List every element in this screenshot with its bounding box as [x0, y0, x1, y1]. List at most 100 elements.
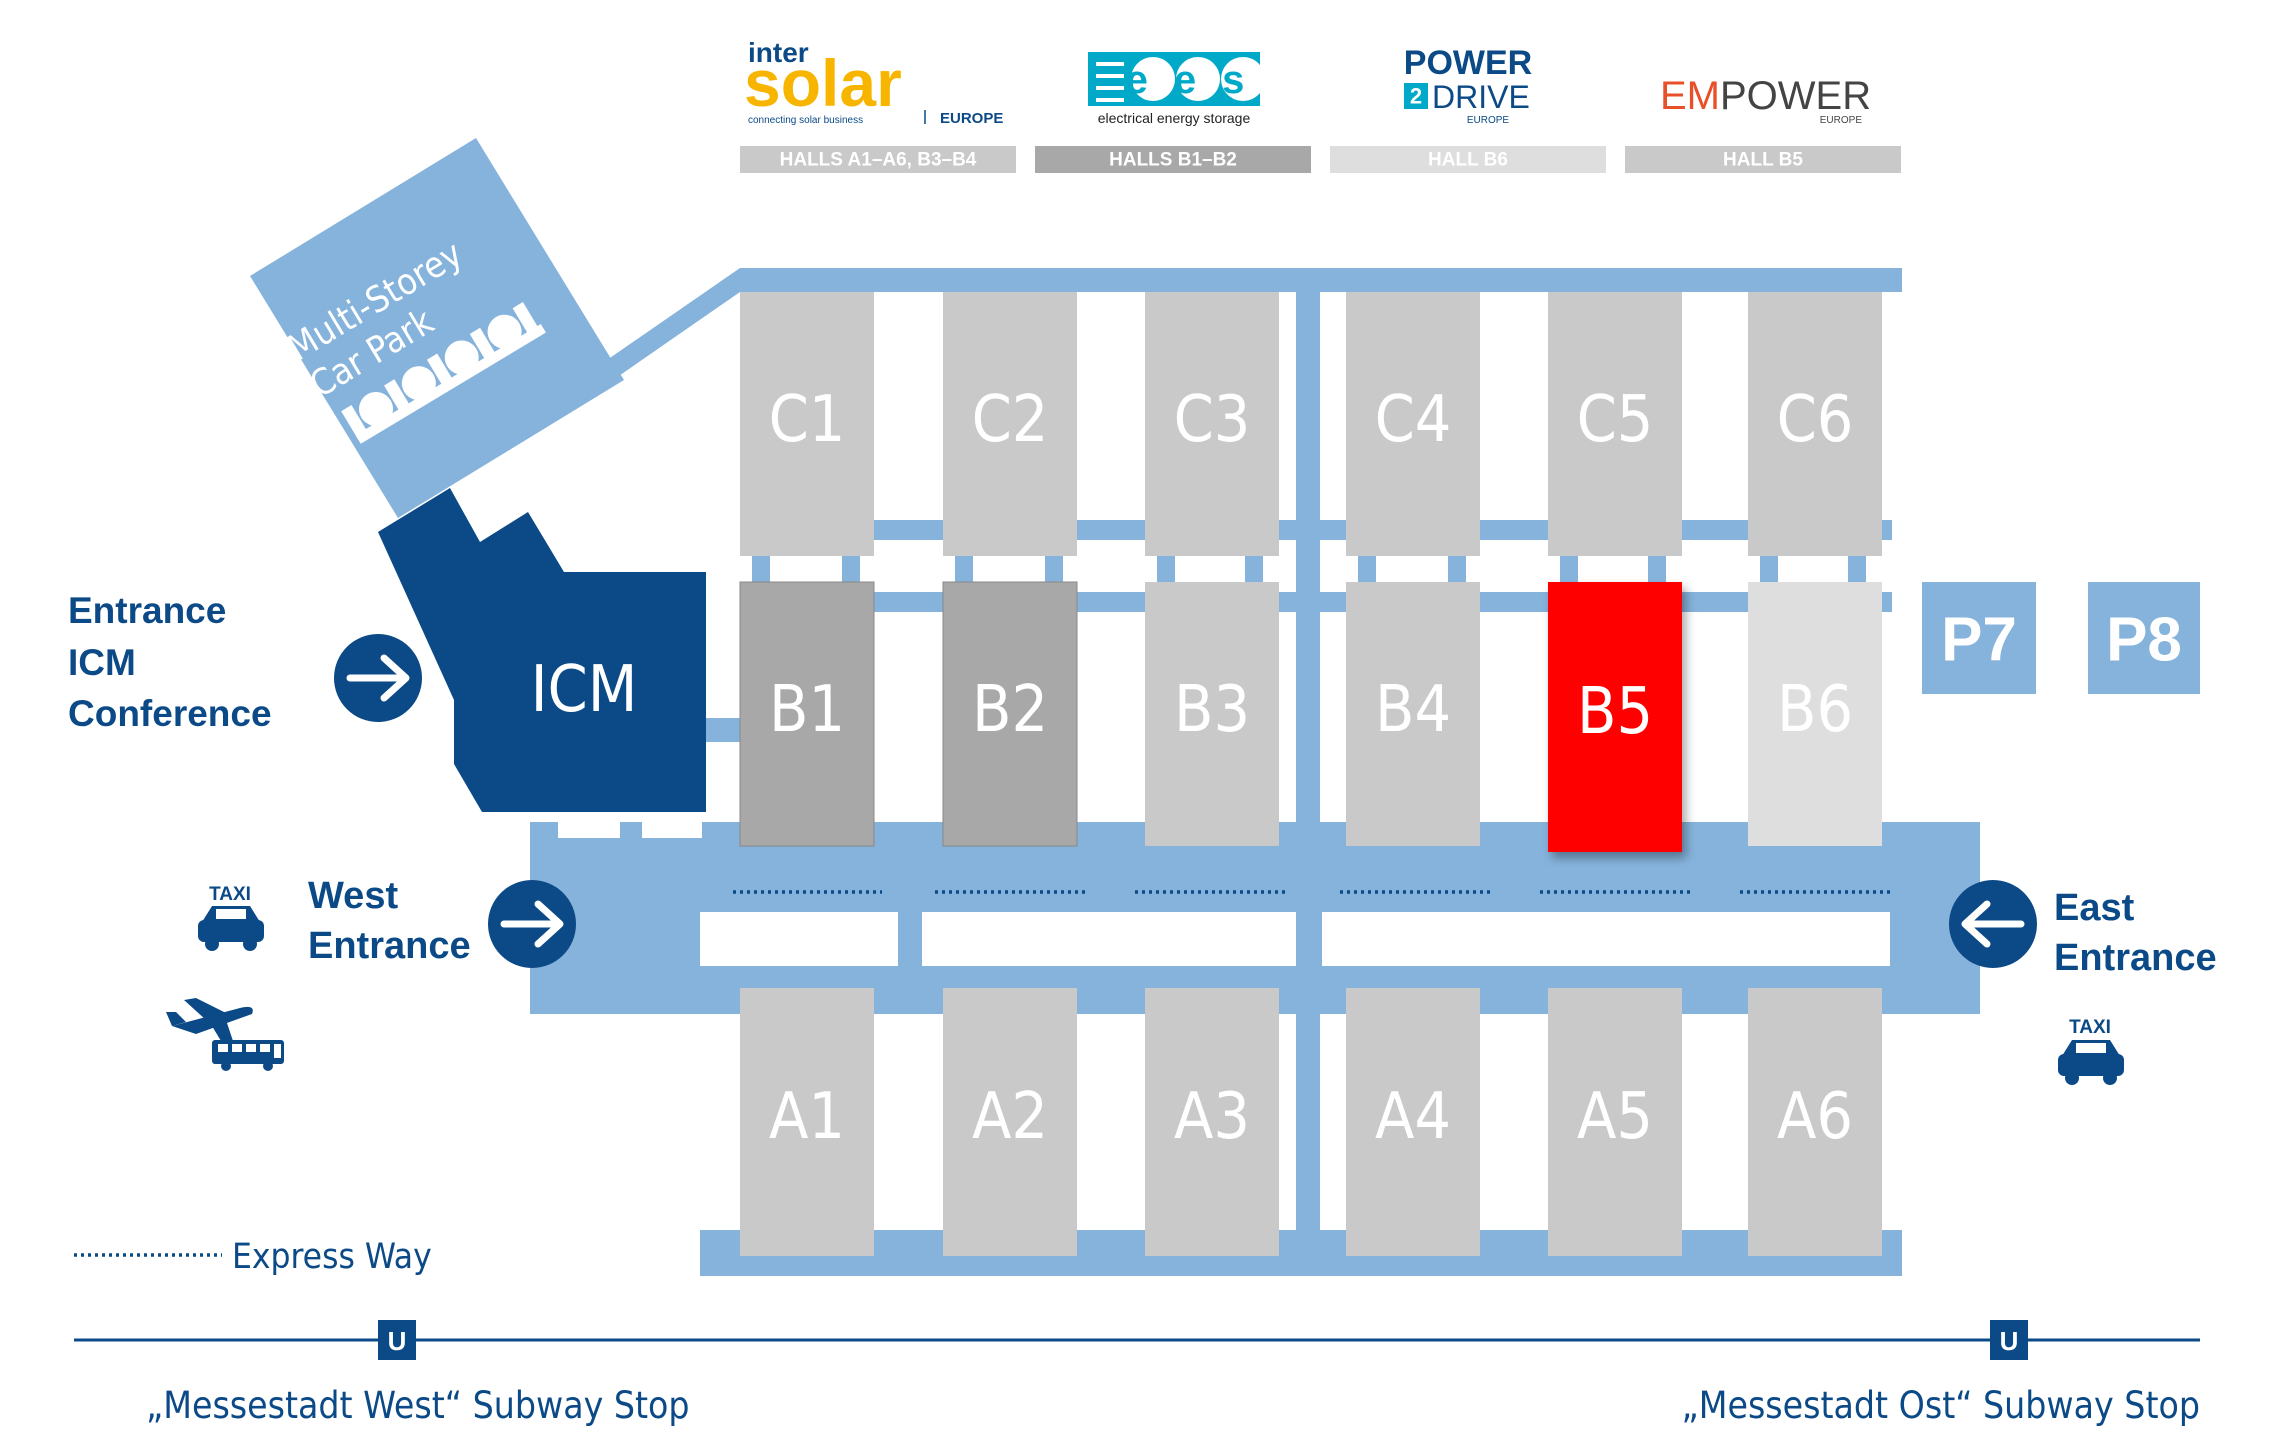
- hall-c1-label: C1: [769, 383, 846, 457]
- empower-logo-main-b: POWER: [1720, 74, 1871, 118]
- hall-b2[interactable]: B2: [942, 581, 1078, 847]
- power2drive-logo-main: DRIVE: [1432, 79, 1530, 115]
- hall-b3-label: B3: [1174, 673, 1250, 747]
- hall-b6-label: B6: [1777, 673, 1853, 747]
- west-entrance: West Entrance: [308, 875, 471, 967]
- subway-east-symbol: U: [2000, 1326, 2019, 1356]
- parking-p8[interactable]: P8: [2088, 582, 2200, 694]
- intersolar-logo-region: EUROPE: [940, 110, 1003, 127]
- halls-strip-intersolar: [740, 146, 1016, 173]
- hall-b2-label: B2: [972, 673, 1048, 747]
- hall-a3[interactable]: A3: [1145, 988, 1279, 1256]
- hall-c5-label: C5: [1577, 383, 1654, 457]
- legend-express-way-label: Express Way: [232, 1237, 432, 1277]
- halls-label-intersolar: HALLS A1–A6, B3–B4: [780, 150, 977, 171]
- west-entrance-line2: Entrance: [308, 925, 471, 967]
- airplane-icon: [166, 998, 253, 1046]
- halls-row-c: C1 C2 C3 C4 C5 C6: [740, 292, 1882, 556]
- bus-icon: [212, 1040, 284, 1071]
- svg-text:EMPOWER: EMPOWER: [1660, 74, 1871, 118]
- ees-logo: ees electrical energy storage: [1088, 52, 1271, 126]
- halls-row-b: B1 B2 B3 B4 B5 B6: [739, 581, 1882, 852]
- parking-p8-label: P8: [2106, 606, 2182, 675]
- subway-west-label: „Messestadt West“ Subway Stop: [146, 1384, 690, 1427]
- hall-b5[interactable]: B5: [1548, 582, 1682, 852]
- subway-stop-west[interactable]: U „Messestadt West“ Subway Stop: [146, 1320, 690, 1427]
- west-entrance-arrow-icon[interactable]: [488, 880, 576, 968]
- entrance-icm-line2: ICM: [68, 642, 136, 683]
- walkway-b-row: [740, 592, 1892, 612]
- halls-row-a: A1 A2 A3 A4 A5 A6: [740, 988, 1882, 1256]
- taxi-west: TAXI: [198, 884, 264, 951]
- icm-connector: [700, 718, 740, 742]
- hall-a6[interactable]: A6: [1748, 988, 1882, 1256]
- multi-storey-car-park[interactable]: Multi-Storey Car Park: [250, 138, 624, 518]
- concourse-corridors: [558, 812, 1890, 966]
- east-entrance: East Entrance: [2054, 887, 2217, 979]
- east-entrance-line1: East: [2054, 887, 2135, 929]
- halls-label-ees: HALLS B1–B2: [1109, 150, 1237, 171]
- entrance-icm-line3: Conference: [68, 693, 272, 734]
- east-entrance-line2: Entrance: [2054, 937, 2217, 979]
- hall-a5[interactable]: A5: [1548, 988, 1682, 1256]
- intersolar-logo-sub: connecting solar business: [748, 115, 863, 126]
- hall-a4-label: A4: [1375, 1080, 1451, 1154]
- hall-b4-label: B4: [1375, 673, 1451, 747]
- power2drive-logo-region: EUROPE: [1467, 115, 1510, 126]
- hall-c4-label: C4: [1375, 383, 1452, 457]
- entrance-icm-arrow-icon[interactable]: [334, 634, 422, 722]
- intersolar-logo-main: solar: [744, 46, 902, 120]
- hall-c3-label: C3: [1174, 383, 1251, 457]
- power2drive-logo: POWER 2 DRIVE EUROPE: [1404, 44, 1532, 126]
- walkway-c-row: [740, 520, 1892, 540]
- south-walkway: [700, 1230, 1902, 1276]
- east-entrance-arrow-icon[interactable]: [1949, 880, 2037, 968]
- hall-a2-label: A2: [972, 1080, 1048, 1154]
- subway-stop-east[interactable]: U „Messestadt Ost“ Subway Stop: [1682, 1320, 2201, 1427]
- hall-c2[interactable]: C2: [943, 292, 1077, 556]
- halls-strip-empower: [1625, 146, 1901, 173]
- entrance-icm-line1: Entrance: [68, 590, 226, 631]
- hall-c4[interactable]: C4: [1346, 292, 1480, 556]
- entrance-icm: Entrance ICM Conference: [68, 590, 272, 734]
- hall-c1[interactable]: C1: [740, 292, 874, 556]
- power2drive-logo-top: POWER: [1404, 44, 1532, 82]
- hall-a6-label: A6: [1777, 1080, 1853, 1154]
- taxi-icon: [2058, 1040, 2124, 1085]
- hall-b1-label: B1: [769, 673, 845, 747]
- halls-label-empower: HALL B5: [1723, 150, 1803, 171]
- hall-b5-label: B5: [1577, 675, 1653, 749]
- taxi-icon: [198, 906, 264, 951]
- hall-c6-label: C6: [1777, 383, 1854, 457]
- hall-b4[interactable]: B4: [1346, 582, 1480, 846]
- hall-c2-label: C2: [972, 383, 1049, 457]
- hall-c5[interactable]: C5: [1548, 292, 1682, 556]
- taxi-west-label: TAXI: [209, 884, 251, 905]
- intersolar-logo-top: inter: [748, 37, 809, 68]
- ees-logo-sub: electrical energy storage: [1098, 110, 1251, 126]
- central-walkway: [1296, 290, 1320, 1230]
- hall-b3[interactable]: B3: [1145, 582, 1279, 846]
- hall-a1-label: A1: [769, 1080, 845, 1154]
- hall-b1[interactable]: B1: [739, 581, 875, 847]
- hall-b6[interactable]: B6: [1748, 582, 1882, 846]
- west-entrance-line1: West: [308, 875, 398, 917]
- hall-a2[interactable]: A2: [943, 988, 1077, 1256]
- empower-logo: EMPOWER EUROPE: [1660, 74, 1871, 126]
- halls-strip-power2drive: [1330, 146, 1606, 173]
- hall-a3-label: A3: [1174, 1080, 1250, 1154]
- parking-spaces-icon: [341, 302, 546, 444]
- exhibition-logos: inter solar connecting solar business EU…: [740, 37, 1901, 173]
- subway-west-symbol: U: [388, 1326, 407, 1356]
- parking-p7[interactable]: P7: [1922, 582, 2036, 694]
- hall-c6[interactable]: C6: [1748, 292, 1882, 556]
- hall-a1[interactable]: A1: [740, 988, 874, 1256]
- north-walkway: [740, 268, 1902, 292]
- parking-p7-label: P7: [1941, 606, 2017, 675]
- hall-a4[interactable]: A4: [1346, 988, 1480, 1256]
- ees-logo-main: ees: [1126, 58, 1271, 102]
- empower-logo-region: EUROPE: [1820, 115, 1863, 126]
- taxi-east: TAXI: [2058, 1017, 2124, 1085]
- hall-c3[interactable]: C3: [1145, 292, 1279, 556]
- icm-building[interactable]: ICM: [378, 488, 706, 812]
